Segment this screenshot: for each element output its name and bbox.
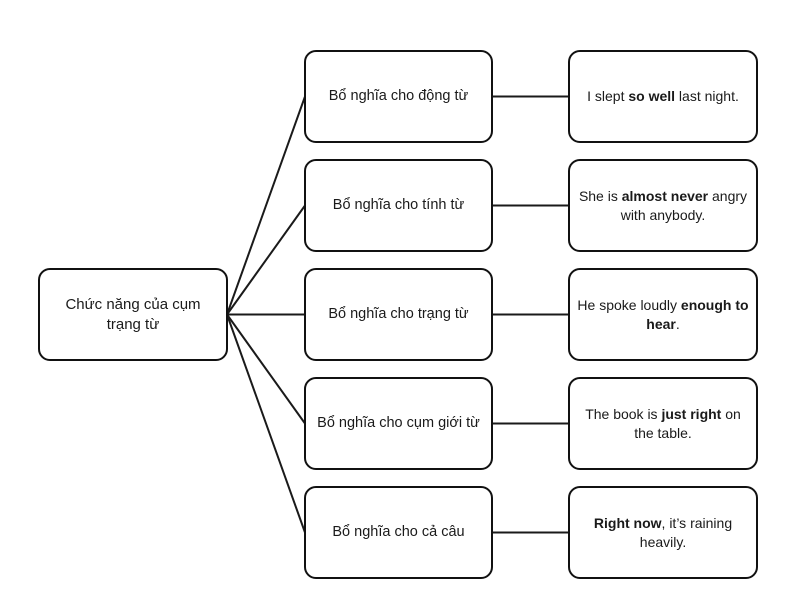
node-example-4-text: The book is just right on the table. [585, 406, 741, 441]
node-example-4: The book is just right on the table. [568, 377, 758, 470]
node-function-3-label: Bổ nghĩa cho trạng từ [328, 306, 469, 323]
node-function-2: Bổ nghĩa cho tính từ [304, 159, 493, 252]
node-example-1: I slept so well last night. [568, 50, 758, 143]
node-example-5-text: Right now, it’s raining heavily. [593, 515, 733, 550]
node-example-1-text: I slept so well last night. [587, 88, 739, 105]
node-root: Chức năng của cụm trạng từ [38, 268, 228, 361]
node-function-5-label: Bổ nghĩa cho cả câu [332, 524, 465, 541]
connector-root-to-function-1 [226, 96, 306, 315]
node-function-1-label: Bổ nghĩa cho động từ [328, 88, 469, 105]
connector-root-to-function-2 [226, 204, 306, 316]
node-function-3: Bổ nghĩa cho trạng từ [304, 268, 493, 361]
node-root-label: Chức năng của cụm trạng từ [65, 296, 201, 333]
node-example-2: She is almost never angry with anybody. [568, 159, 758, 252]
node-example-5: Right now, it’s raining heavily. [568, 486, 758, 579]
connector-root-to-function-4 [226, 313, 306, 425]
node-function-4-label: Bổ nghĩa cho cụm giới từ [317, 415, 480, 432]
node-example-3: He spoke loudly enough to hear. [568, 268, 758, 361]
node-function-1: Bổ nghĩa cho động từ [304, 50, 493, 143]
node-example-2-text: She is almost never angry with anybody. [578, 188, 748, 223]
connector-root-to-function-5 [226, 314, 306, 533]
node-example-3-text: He spoke loudly enough to hear. [577, 297, 749, 332]
node-function-2-label: Bổ nghĩa cho tính từ [332, 197, 465, 214]
node-function-4: Bổ nghĩa cho cụm giới từ [304, 377, 493, 470]
node-function-5: Bổ nghĩa cho cả câu [304, 486, 493, 579]
